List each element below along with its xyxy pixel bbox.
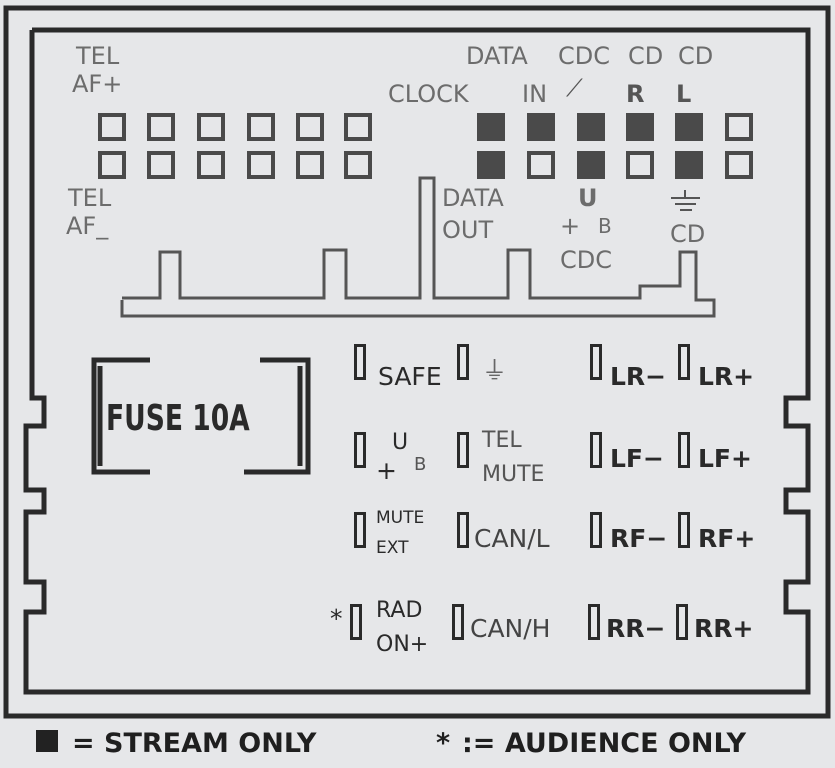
mute-ext-label: MUTE xyxy=(376,508,425,528)
af-plus-label: AF+ xyxy=(72,70,123,98)
cd-r-label: CD xyxy=(628,42,664,70)
data-in-label-2: IN xyxy=(522,80,548,108)
audience-only-legend: := AUDIENCE ONLY xyxy=(462,728,747,759)
pin-slot xyxy=(676,604,688,640)
pin xyxy=(247,151,275,179)
pin-slot xyxy=(678,432,690,468)
stream-only-pin xyxy=(577,151,605,179)
rad-on-label: RAD xyxy=(376,598,423,623)
stream-only-pin xyxy=(675,151,703,179)
ub-sub-label: B xyxy=(414,454,427,475)
tel-af-plus-label: TEL xyxy=(76,42,120,70)
stream-only-pin xyxy=(675,113,703,141)
pin-slot xyxy=(590,512,602,548)
stream-only-pin xyxy=(477,113,505,141)
cd-l-label-2: L xyxy=(676,80,692,108)
pin-slot xyxy=(452,604,464,640)
fuse-label: FUSE 10A xyxy=(106,398,250,439)
pin-slot xyxy=(590,432,602,468)
can-h-label: CAN/H xyxy=(470,614,551,643)
lr-minus-label: LR− xyxy=(610,362,667,391)
data-in-label: DATA xyxy=(466,42,528,70)
cdc-label: CDC xyxy=(558,42,610,70)
ub-sub-label: B xyxy=(598,214,612,238)
data-out-label-2: OUT xyxy=(442,216,494,244)
cdc-power-label: CDC xyxy=(560,246,612,274)
pin-slot xyxy=(457,512,469,548)
ground-cd-label: CD xyxy=(670,220,706,248)
stream-only-pin xyxy=(626,113,654,141)
rf-minus-label: RF− xyxy=(610,524,668,553)
pin xyxy=(296,113,324,141)
pin-slot xyxy=(354,512,366,548)
pin xyxy=(527,151,555,179)
ub-label: U xyxy=(578,184,598,212)
pin xyxy=(197,151,225,179)
pin-slot xyxy=(590,344,602,380)
pin xyxy=(147,113,175,141)
lf-plus-label: LF+ xyxy=(698,444,752,473)
pin xyxy=(626,151,654,179)
pin-slot xyxy=(588,604,600,640)
stream-only-pin xyxy=(577,113,605,141)
cd-r-label-2: R xyxy=(626,80,645,108)
legend-star: * xyxy=(436,728,451,759)
pin-slot xyxy=(457,432,469,468)
pin xyxy=(296,151,324,179)
clock-label: CLOCK xyxy=(388,80,469,108)
ground-icon: ⏚ xyxy=(482,356,508,385)
filled-square-icon xyxy=(36,730,58,752)
pin xyxy=(344,113,372,141)
antenna-icon: ⟋ xyxy=(566,74,583,102)
safe-label: SAFE xyxy=(378,362,442,391)
pin-slot xyxy=(354,432,366,468)
pin-slot xyxy=(678,512,690,548)
lr-plus-label: LR+ xyxy=(698,362,755,391)
pin-slot xyxy=(457,344,469,380)
pin xyxy=(725,113,753,141)
pin xyxy=(725,151,753,179)
rf-plus-label: RF+ xyxy=(698,524,756,553)
rr-plus-label: RR+ xyxy=(694,614,754,643)
af-minus-label: AF_ xyxy=(66,212,109,240)
pin xyxy=(247,113,275,141)
can-l-label: CAN/L xyxy=(474,524,550,553)
tel-mute-label: TEL xyxy=(482,428,522,453)
pin xyxy=(147,151,175,179)
ub-label: U xyxy=(392,430,409,455)
data-out-label: DATA xyxy=(442,184,504,212)
cd-l-label: CD xyxy=(678,42,714,70)
stream-only-legend: = STREAM ONLY xyxy=(72,728,317,759)
plus-label: + xyxy=(376,456,397,485)
pin xyxy=(344,151,372,179)
pin-slot xyxy=(678,344,690,380)
pin xyxy=(98,151,126,179)
pin xyxy=(98,113,126,141)
stream-only-pin xyxy=(477,151,505,179)
pin xyxy=(197,113,225,141)
audience-star: * xyxy=(330,604,343,633)
rad-on-label-2: ON+ xyxy=(376,632,429,657)
plus-label: + xyxy=(560,212,581,240)
pin-slot xyxy=(354,344,366,380)
mute-ext-label-2: EXT xyxy=(376,538,409,558)
rr-minus-label: RR− xyxy=(606,614,666,643)
tel-af-minus-label: TEL xyxy=(68,184,112,212)
tel-mute-label-2: MUTE xyxy=(482,462,545,487)
stream-only-pin xyxy=(527,113,555,141)
pin-slot xyxy=(350,604,362,640)
lf-minus-label: LF− xyxy=(610,444,664,473)
